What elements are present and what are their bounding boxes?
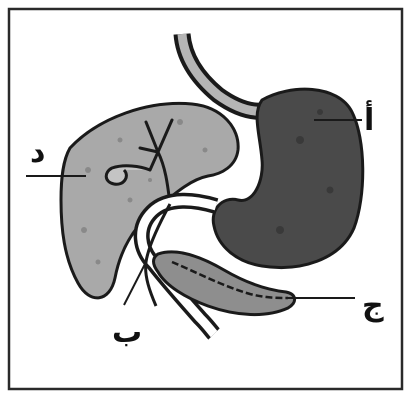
label-dal: د [30, 135, 45, 170]
pointer-line-ba [124, 262, 146, 305]
stomach [213, 89, 363, 267]
label-alif: أ [364, 100, 374, 138]
label-jim: ج [362, 288, 384, 323]
label-ba: ب [112, 315, 142, 350]
